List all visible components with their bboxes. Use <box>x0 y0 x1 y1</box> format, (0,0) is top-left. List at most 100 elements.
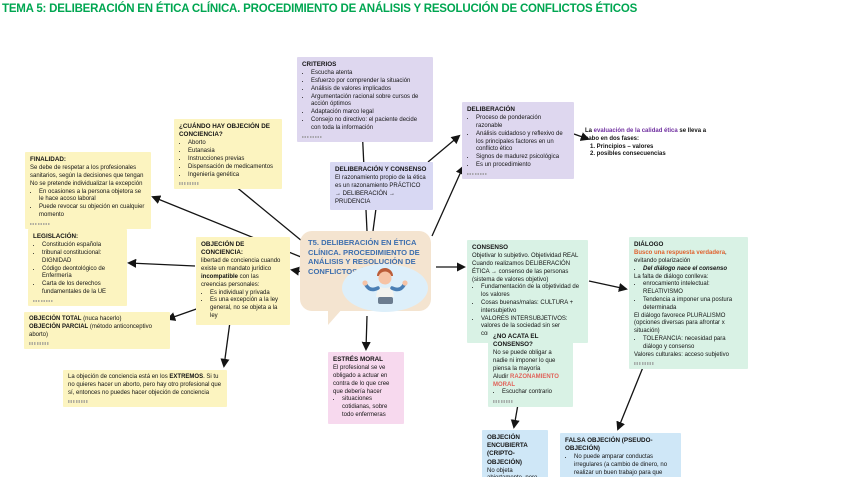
bullet-item: Proceso de ponderación razonable <box>476 115 569 131</box>
bullet-list: Proceso de ponderación razonableAnálisis… <box>467 115 569 170</box>
node-title: OBJECIÓN ENCUBIERTA (CRIPTO-OBJECIÓN) <box>487 434 528 466</box>
node-deliberacion[interactable]: DELIBERACIÓN Proceso de ponderación razo… <box>462 102 574 180</box>
bullet-item: 1. Principios – valores <box>590 143 654 150</box>
center-title: T5. DELIBERACIÓN EN ÉTICA CLÍNICA. PROCE… <box>308 238 420 277</box>
no-acata-highlight: RAZONAMIENTO MORAL <box>493 373 559 388</box>
node-fases[interactable]: La evaluación de la calidad ética se lle… <box>580 124 712 163</box>
node-title: CRITERIOS <box>302 61 337 68</box>
node-text: Objetivar lo subjetivo. Objetividad REAL <box>472 253 579 260</box>
watermark <box>30 222 50 226</box>
bullet-item: Del diálogo nace el consenso <box>643 266 743 274</box>
bullet-list: En ocasiones a la persona objetora se le… <box>30 189 146 220</box>
bullet-list: AbortoEutanasiaInstrucciones previasDisp… <box>179 140 277 179</box>
node-title: DELIBERACIÓN Y CONSENSO <box>335 166 427 173</box>
node-text: OBJECIÓN TOTAL (nuca hacerlo) <box>29 316 122 322</box>
bullet-item: Adaptación marco legal <box>311 109 428 117</box>
bullet-item: enrocamiento intelectual: RELATIVISMO <box>643 281 743 297</box>
bullet-item: Aborto <box>188 140 277 148</box>
node-title: OBJECIÓN DE CONCIENCIA: <box>201 241 245 257</box>
bullet-item: Constitución española <box>42 242 122 250</box>
page-title: TEMA 5: DELIBERACIÓN EN ÉTICA CLÍNICA. P… <box>2 3 638 15</box>
node-text: No objeta abiertamente, pero actúa como … <box>487 467 537 477</box>
bullet-list: Constitución españolatribunal constituci… <box>33 242 122 297</box>
bullet-list: Escuchar contrario <box>493 389 568 397</box>
node-title: CONSENSO <box>472 244 509 251</box>
bullet-item: Ingeniería genética <box>188 172 277 180</box>
watermark <box>29 342 49 345</box>
bullet-list: Es individual y privadaEs una excepción … <box>201 290 285 321</box>
node-title: DIÁLOGO <box>634 241 664 248</box>
watermark <box>493 400 513 403</box>
bullet-item: Escuchar contrario <box>502 389 568 397</box>
bullet-item: Análisis cuidadoso y reflexivo de los pr… <box>476 131 569 154</box>
bullet-item: Código deontológico de Enfermería <box>42 266 122 282</box>
node-title: ESTRÉS MORAL <box>333 356 384 363</box>
bullet-item: Es una excepción a la ley general, no se… <box>210 297 285 320</box>
node-text: Se debe de respetar a los profesionales … <box>30 165 144 179</box>
node-title: DELIBERACIÓN <box>467 106 515 113</box>
bullet-list: situaciones cotidianas, sobre todo enfer… <box>333 396 399 419</box>
bullet-item: Es un procedimiento <box>476 162 569 170</box>
bullet-item: Signos de madurez psicológica <box>476 154 569 162</box>
node-text: No se pretende individualizar la excepci… <box>30 180 143 187</box>
bullet-list: Del diálogo nace el consenso <box>634 266 743 274</box>
node-criterios[interactable]: CRITERIOS Escucha atentaEsfuerzo por com… <box>297 57 433 143</box>
bullet-item: Instrucciones previas <box>188 156 277 164</box>
node-text: Valores culturales: acceso subjetivo <box>634 351 729 358</box>
bullet-item: 2. posibles consecuencias <box>590 151 666 158</box>
node-text: Busco una respuesta verdadera, evitando … <box>634 250 727 264</box>
node-no-acata-consenso[interactable]: ¿NO ACATA EL CONSENSO? No se puede oblig… <box>488 329 573 407</box>
watermark <box>33 299 53 303</box>
node-text: Aludir RAZONAMIENTO MORAL <box>493 373 559 388</box>
bullet-list: Escucha atentaEsfuerzo por comprender la… <box>302 70 428 132</box>
node-text: El profesional se ve obligado a actuar e… <box>333 365 390 395</box>
node-title: FALSA OBJECIÓN (PSEUDO-OBJECIÓN) <box>565 437 653 453</box>
bullet-item: Esfuerzo por comprender la situación <box>311 78 428 86</box>
bullet-item: Carta de los derechos fundamentales de l… <box>42 281 122 297</box>
node-title: ¿CUÁNDO HAY OBJECIÓN DE CONCIENCIA? <box>179 123 270 139</box>
node-consenso[interactable]: CONSENSO Objetivar lo subjetivo. Objetiv… <box>467 240 588 343</box>
bullet-item: Escucha atenta <box>311 70 428 78</box>
fases-lead: La evaluación de la calidad ética se lle… <box>585 128 707 142</box>
node-legislacion[interactable]: LEGISLACIÓN: Constitución españolatribun… <box>28 229 127 307</box>
watermark <box>467 172 487 176</box>
bullet-item: situaciones cotidianas, sobre todo enfer… <box>342 396 399 419</box>
node-objecion-encubierta[interactable]: OBJECIÓN ENCUBIERTA (CRIPTO-OBJECIÓN) No… <box>482 430 548 477</box>
bullet-item: Eutanasia <box>188 148 277 156</box>
node-objecion-total-parcial[interactable]: OBJECIÓN TOTAL (nuca hacerlo) OBJECIÓN P… <box>24 312 170 349</box>
node-finalidad[interactable]: FINALIDAD: Se debe de respetar a los pro… <box>25 152 151 230</box>
bullet-list: enrocamiento intelectual: RELATIVISMOTen… <box>634 281 743 312</box>
bullet-list: No puede amparar conductas irregulares (… <box>565 454 676 477</box>
node-text: libertad de conciencia cuando existe un … <box>201 258 281 288</box>
bullet-item: Es individual y privada <box>210 290 285 298</box>
node-text: Cuando realizamos DELIBERACIÓN ÉTICA → c… <box>472 260 571 283</box>
node-text: El diálogo favorece PLURALISMO (opciones… <box>634 312 726 335</box>
node-title: LEGISLACIÓN: <box>33 233 79 240</box>
watermark <box>634 362 654 365</box>
node-title: ¿NO ACATA EL CONSENSO? <box>493 333 539 349</box>
bullet-list: TOLERANCIA: necesidad para diálogo y con… <box>634 336 743 352</box>
node-text: OBJECIÓN PARCIAL (método anticonceptivo … <box>29 323 152 338</box>
node-text: El razonamiento propio de la ética es un… <box>335 175 426 205</box>
node-title: FINALIDAD: <box>30 156 67 163</box>
watermark <box>179 182 199 185</box>
fases-highlight: evaluación de la calidad ética <box>593 128 678 134</box>
node-estres-moral[interactable]: ESTRÉS MORAL El profesional se ve obliga… <box>328 352 404 424</box>
dialogo-highlight: Busco una respuesta verdadera <box>634 250 726 257</box>
node-extremos[interactable]: La objeción de conciencia está en los EX… <box>63 370 227 407</box>
person-shrugging-illustration <box>342 264 428 312</box>
bullet-item: Dispensación de medicamentos <box>188 164 277 172</box>
bullet-item: No puede amparar conductas irregulares (… <box>574 454 676 477</box>
bullet-item: Fundamentación de la objetividad de los … <box>481 284 583 300</box>
watermark <box>302 135 322 139</box>
node-objecion-conciencia[interactable]: OBJECIÓN DE CONCIENCIA: libertad de conc… <box>196 237 290 325</box>
node-falsa-objecion[interactable]: FALSA OBJECIÓN (PSEUDO-OBJECIÓN) No pued… <box>560 433 681 477</box>
node-cuando-objecion[interactable]: ¿CUÁNDO HAY OBJECIÓN DE CONCIENCIA? Abor… <box>174 119 282 189</box>
node-deliberacion-consenso[interactable]: DELIBERACIÓN Y CONSENSO El razonamiento … <box>330 162 433 211</box>
node-dialogo[interactable]: DIÁLOGO Busco una respuesta verdadera, e… <box>629 237 748 369</box>
node-text: No se puede obligar a nadie ni imponer l… <box>493 350 556 372</box>
watermark <box>68 400 88 403</box>
bullet-item: Argumentación racional sobre cursos de a… <box>311 94 428 110</box>
